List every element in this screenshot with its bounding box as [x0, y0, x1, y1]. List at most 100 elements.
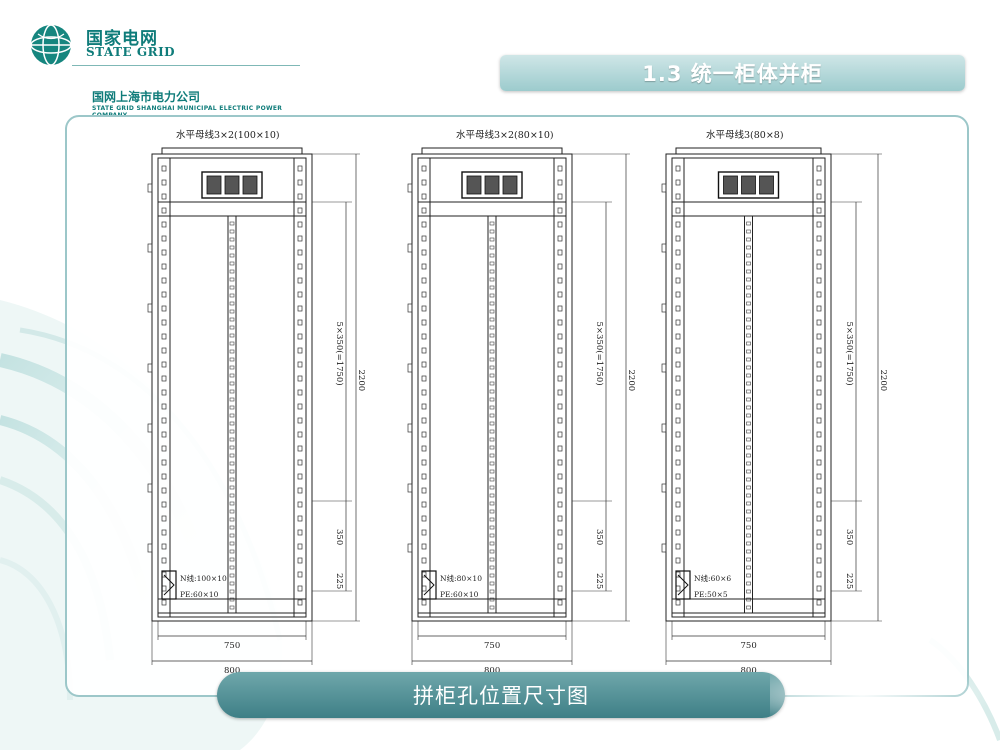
post-hole	[816, 585, 822, 592]
rail-hole	[229, 317, 235, 322]
post-hole	[557, 431, 563, 438]
rail-hole	[746, 349, 751, 354]
post-hole	[421, 165, 427, 172]
rail-hole	[489, 413, 495, 418]
post-hole	[421, 277, 427, 284]
side-bolt	[661, 303, 667, 313]
post-hole	[421, 445, 427, 452]
side-bolt	[147, 423, 153, 433]
side-bolt	[407, 423, 413, 433]
side-bolt	[147, 243, 153, 253]
caption-bar: 拼柜孔位置尺寸图	[217, 672, 785, 718]
post-hole	[297, 557, 303, 564]
post-hole	[161, 389, 167, 396]
post-hole	[816, 277, 822, 284]
post-hole	[557, 277, 563, 284]
post-hole	[675, 529, 681, 536]
cabinet-drawings: 水平母线3×2(100×10)N线:100×10PE:60×105×350(=1…	[147, 129, 888, 676]
post-hole	[675, 543, 681, 550]
post-hole	[557, 361, 563, 368]
post-hole	[421, 235, 427, 242]
rail-hole	[489, 405, 495, 410]
post-hole	[421, 221, 427, 228]
side-bolt	[661, 423, 667, 433]
post-hole	[421, 291, 427, 298]
rail-hole	[746, 453, 751, 458]
rail-hole	[229, 485, 235, 490]
post-hole	[421, 515, 427, 522]
side-bolt	[661, 243, 667, 253]
rail-hole	[489, 461, 495, 466]
post-hole	[816, 557, 822, 564]
busbar-clamp	[201, 171, 263, 199]
side-bolt	[147, 363, 153, 373]
rail-hole	[746, 389, 751, 394]
post-hole	[161, 417, 167, 424]
post-hole	[816, 249, 822, 256]
n-line-label: N线:80×10	[440, 573, 482, 583]
rail-hole	[746, 333, 751, 338]
rail-hole	[489, 365, 495, 370]
post-hole	[557, 221, 563, 228]
rail-hole	[746, 461, 751, 466]
post-hole	[297, 319, 303, 326]
post-hole	[557, 515, 563, 522]
busbar-clamp	[717, 171, 780, 199]
post-hole	[816, 235, 822, 242]
post-hole	[297, 459, 303, 466]
post-hole	[675, 599, 681, 606]
post-hole	[816, 501, 822, 508]
post-hole	[161, 375, 167, 382]
post-hole	[557, 235, 563, 242]
cabinet-inner-outline	[417, 157, 567, 618]
rail-hole	[746, 397, 751, 402]
side-post	[812, 157, 826, 618]
post-hole	[675, 277, 681, 284]
rail-hole	[746, 253, 751, 258]
post-hole	[421, 375, 427, 382]
post-hole	[816, 417, 822, 424]
busbar-label: 水平母线3×2(100×10)	[176, 129, 280, 141]
post-hole	[297, 333, 303, 340]
post-hole	[421, 599, 427, 606]
rail-hole	[746, 277, 751, 282]
rail-hole	[489, 437, 495, 442]
rail-hole	[746, 221, 751, 226]
post-hole	[816, 375, 822, 382]
rail-hole	[489, 237, 495, 242]
rail-hole	[489, 501, 495, 506]
dim-height-label: 2200	[626, 370, 636, 392]
post-hole	[161, 277, 167, 284]
rail-hole	[229, 277, 235, 282]
post-hole	[297, 473, 303, 480]
rail-hole	[489, 557, 495, 562]
rail-hole	[229, 285, 235, 290]
rail-hole	[489, 469, 495, 474]
post-hole	[421, 529, 427, 536]
side-bolt	[661, 183, 667, 193]
busbar-label: 水平母线3×2(80×10)	[456, 129, 554, 141]
rail-hole	[489, 525, 495, 530]
rail-hole	[229, 349, 235, 354]
cabinet-outline	[665, 153, 832, 622]
post-hole	[421, 473, 427, 480]
rail-hole	[229, 301, 235, 306]
rail-hole	[229, 533, 235, 538]
side-bolt	[407, 363, 413, 373]
rail-hole	[746, 525, 751, 530]
busbar-bar	[466, 175, 482, 195]
post-hole	[161, 305, 167, 312]
busbar-bar	[206, 175, 222, 195]
rail-hole	[229, 245, 235, 250]
post-hole	[161, 249, 167, 256]
figure-caption: 拼柜孔位置尺寸图	[413, 684, 589, 708]
top-cap	[421, 147, 563, 155]
rail-hole	[746, 373, 751, 378]
rail-hole	[489, 341, 495, 346]
rail-hole	[229, 389, 235, 394]
rail-hole	[489, 389, 495, 394]
cross-beam	[157, 201, 307, 217]
busbar-bar	[502, 175, 518, 195]
post-hole	[297, 193, 303, 200]
rail-hole	[746, 469, 751, 474]
